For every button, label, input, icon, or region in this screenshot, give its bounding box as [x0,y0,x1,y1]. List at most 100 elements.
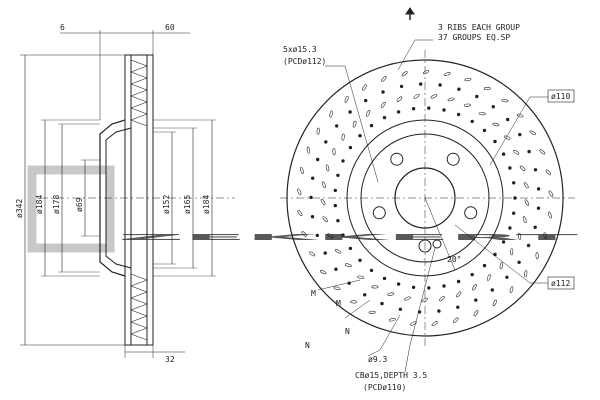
drill-hole [505,275,509,279]
vent-slot [421,297,428,303]
bolt-hole [446,152,460,166]
leader-110 [489,96,548,166]
drill-hole [324,140,328,144]
vent-slot [297,188,302,195]
drill-hole [347,281,351,285]
vent-slot [344,96,349,103]
vent-slot [371,285,379,289]
drill-hole [442,284,446,288]
drill-hole [501,240,506,244]
vent-slot [321,181,326,189]
drill-hole [508,226,512,230]
vent-slot [413,93,420,99]
vent-slot [410,321,417,326]
drill-hole [526,243,531,248]
vent-slot [362,84,367,91]
drill-hole [333,203,337,208]
drill-hole [364,98,368,103]
note-112: ø112 [551,279,570,288]
drill-hole [456,112,461,117]
drill-hole [348,246,353,251]
vent-slot [381,76,387,82]
leader-hole [367,314,401,357]
bolt-holes [372,152,478,253]
drill-hole [411,285,416,289]
bolt-hole [418,239,432,253]
drill-hole [482,128,487,133]
vent-slot [486,274,491,281]
vent-slot [548,190,554,197]
drill-hole [380,301,384,306]
drill-hole [427,106,431,110]
drill-hole [437,309,441,313]
vent-slot [341,133,345,141]
drill-hole-pattern [297,69,554,326]
leader-112 [454,224,548,284]
drill-hole [442,108,446,112]
vent-slot [316,127,320,135]
drill-hole [382,276,387,281]
vent-slot [523,182,529,189]
side-view-outer-face [124,54,154,346]
section-arrow-top [405,7,415,15]
drill-hole [512,181,516,185]
vent-slot [320,199,326,206]
vent-slot [456,291,462,298]
vent-slot [344,263,352,268]
dim-165-label: ø165 [183,195,192,214]
watermark: ZEKKERT [27,165,584,253]
drill-hole [396,110,401,114]
drill-hole [490,288,494,292]
vent-slot [357,275,365,279]
drill-hole [363,293,367,297]
drill-hole [348,110,352,114]
locating-hole [432,239,442,249]
watermark-brand: ZEKKERT [118,233,584,242]
drill-hole [369,123,374,128]
dim-342-label: ø342 [15,199,24,218]
bolt-hole [390,152,404,166]
drill-hole [316,157,320,162]
vent-slot [473,310,479,317]
dim-width-top-label: 60 [165,23,175,32]
dim-184-right-label: ø184 [202,195,211,214]
vent-slot [463,103,471,107]
note-hole-diameter: ø9.3 [368,355,387,364]
vent-slot [483,86,491,91]
drill-hole [333,188,337,193]
drill-hole [482,263,487,268]
drill-hole [518,132,522,137]
note-angle: 20° [447,255,461,264]
drill-hole [508,166,512,170]
vent-slot [443,72,451,76]
note-110-box [547,89,575,103]
vent-slot [325,164,330,172]
vent-slot [524,270,528,278]
drill-hole [533,168,538,172]
marker-n2: N [305,341,310,350]
vent-slot [522,216,527,224]
vent-slot [513,149,520,155]
marker-line-n [344,299,371,319]
side-view [20,30,235,358]
leader-bolts [325,65,379,183]
note-cb-line2: (PCDø110) [363,383,406,392]
dim-width-left-label: 6 [60,23,65,32]
vent-slot [492,122,500,127]
drill-hole [358,134,362,138]
marker-m1: M [311,289,316,298]
dim-178-label: ø178 [52,195,61,214]
vent-slot [300,167,304,174]
vent-slot [535,252,539,260]
drill-hole [336,173,340,177]
vent-slot [529,130,536,135]
marker-m2: M [336,299,341,308]
dim-bottom-offset-label: 32 [165,355,175,364]
vent-slot [519,165,526,172]
vent-slot [327,233,334,239]
vent-slot [539,149,546,155]
note-ribs-line1: 3 RIBS EACH GROUP [438,23,520,32]
vent-slot [350,300,358,304]
drill-hole [396,282,401,286]
